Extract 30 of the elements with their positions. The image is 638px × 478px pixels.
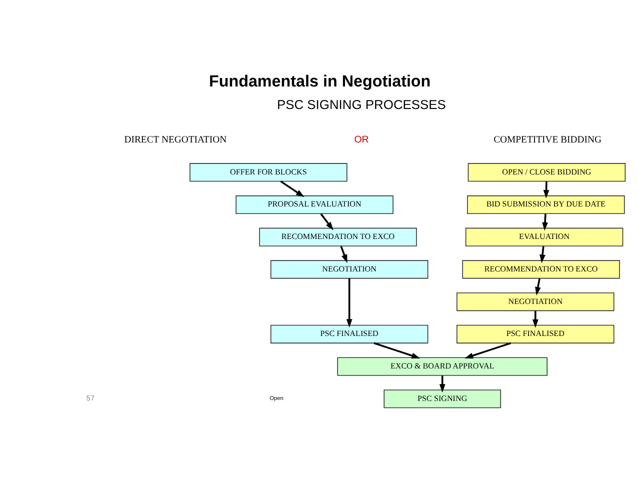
node-box: NEGOTIATION xyxy=(270,260,428,278)
arrow xyxy=(543,181,550,198)
node-box: RECOMMENDATION TO EXCO xyxy=(462,260,620,278)
node-box: PSC FINALISED xyxy=(270,324,428,343)
node-box: EXCO & BOARD APPROVAL xyxy=(337,356,548,376)
label: OR xyxy=(354,134,369,146)
diagram-title: Fundamentals in Negotiation xyxy=(208,72,431,90)
node-box: PSC FINALISED xyxy=(456,324,614,343)
label: PSC SIGNING PROCESSES xyxy=(276,96,446,112)
arrow xyxy=(280,180,304,197)
arrow xyxy=(464,342,511,358)
arrow xyxy=(439,375,446,392)
arrow xyxy=(542,213,548,230)
label: COMPETITIVE BIDDING xyxy=(494,134,602,146)
label: 57 xyxy=(86,393,95,402)
node-box: RECOMMENDATION TO EXCO xyxy=(259,227,417,246)
node-box: OPEN / CLOSE BIDDING xyxy=(468,162,626,182)
arrow xyxy=(540,246,546,263)
node-box: OFFER FOR BLOCKS xyxy=(190,162,348,182)
node-box: EVALUATION xyxy=(465,227,624,246)
node-box: BID SUBMISSION BY DUE DATE xyxy=(467,194,625,214)
arrow xyxy=(346,278,352,328)
arrow xyxy=(340,245,348,262)
node-box: NEGOTIATION xyxy=(456,292,614,311)
arrow xyxy=(320,212,334,230)
node-box: PSC SIGNING xyxy=(384,389,502,408)
arrow xyxy=(532,310,538,328)
arrow xyxy=(535,278,541,295)
node-box: PROPOSAL EVALUATION xyxy=(236,194,394,214)
label: DIRECT NEGOTIATION xyxy=(124,134,227,146)
